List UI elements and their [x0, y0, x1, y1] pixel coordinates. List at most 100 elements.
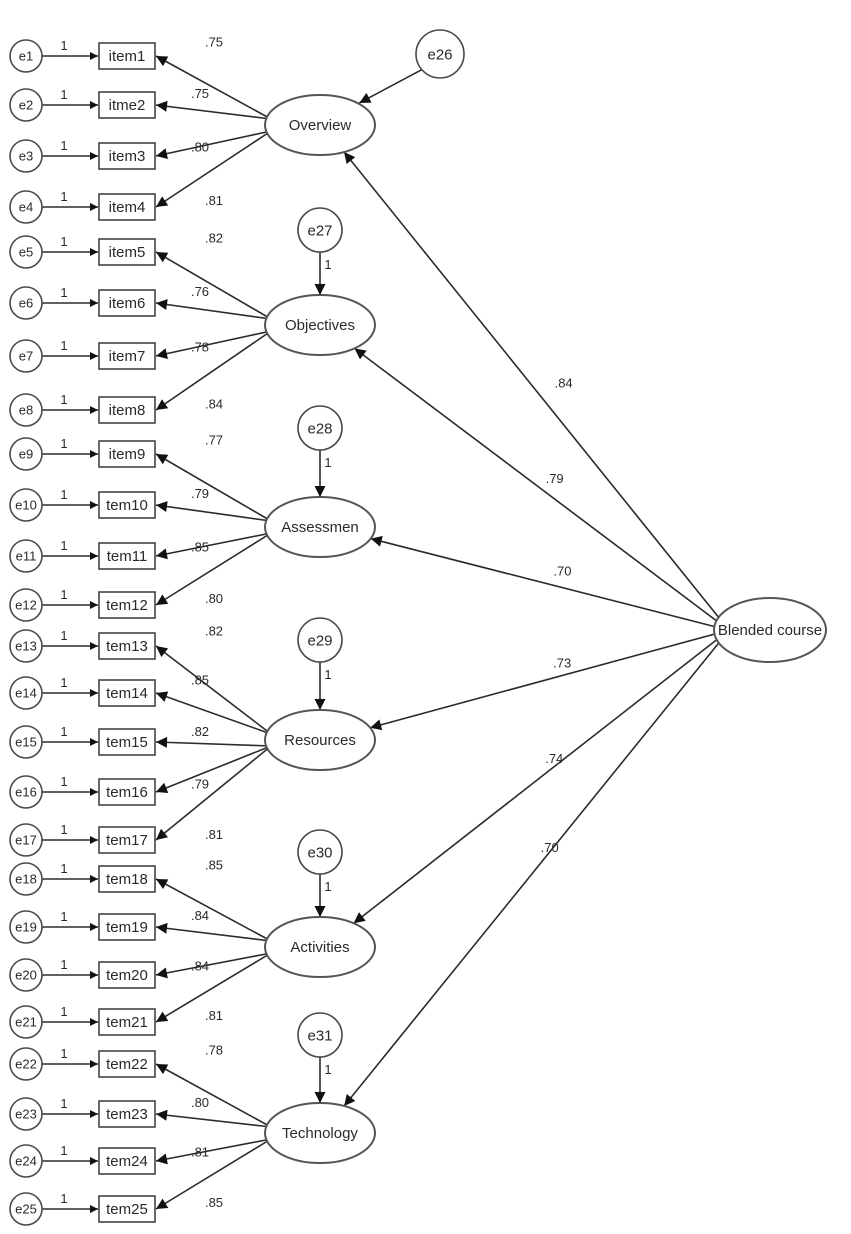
error-circle — [9, 676, 43, 710]
error-circle — [9, 437, 43, 471]
fixed-weight-label: 1 — [60, 774, 67, 789]
structural-path — [343, 151, 725, 625]
loading-arrow — [155, 453, 272, 522]
error-label: e19 — [15, 920, 37, 935]
loading-arrow — [155, 952, 272, 1023]
indicator-box — [98, 238, 156, 266]
structural-path-label: .84 — [555, 375, 573, 390]
loading-arrow — [155, 1109, 272, 1128]
loading-arrow — [155, 130, 272, 160]
loading-arrow — [155, 299, 272, 320]
loading-arrow — [155, 1138, 272, 1210]
loading-label: .84 — [205, 396, 223, 411]
fixed-weight-label: 1 — [60, 436, 67, 451]
factor-ellipse — [264, 916, 376, 978]
loading-arrow — [155, 878, 272, 942]
residual-weight-label: 1 — [324, 1062, 331, 1077]
edges-layer — [42, 52, 725, 1213]
residual-circle — [415, 29, 465, 79]
indicator-label: tem13 — [106, 638, 148, 655]
residual-circle — [297, 405, 343, 451]
loading-arrow — [155, 645, 272, 735]
residual-circle — [297, 207, 343, 253]
loading-label: .81 — [205, 827, 223, 842]
indicator-box — [98, 491, 156, 519]
fixed-weight-label: 1 — [60, 338, 67, 353]
fixed-weight-label: 1 — [60, 1004, 67, 1019]
structural-path — [369, 630, 725, 731]
fixed-weight-label: 1 — [60, 822, 67, 837]
fixed-weight-label: 1 — [60, 724, 67, 739]
indicator-box — [98, 728, 156, 756]
error-label: e18 — [15, 872, 37, 887]
error-circle — [9, 139, 43, 173]
error-circle — [9, 1097, 43, 1131]
indicator-box — [98, 1008, 156, 1036]
loading-arrow — [155, 691, 272, 735]
indicator-label: tem19 — [106, 919, 148, 936]
error-label: e2 — [19, 98, 33, 113]
error-circle — [9, 629, 43, 663]
loading-arrow — [155, 745, 272, 841]
indicator-label: tem25 — [106, 1201, 148, 1218]
residual-label: e29 — [307, 633, 332, 650]
indicator-box — [98, 632, 156, 660]
error-label: e7 — [19, 349, 33, 364]
structural-path-label: .70 — [553, 564, 571, 579]
loading-arrow — [155, 501, 272, 522]
indicator-box — [98, 913, 156, 941]
residual-weight-label: 1 — [324, 455, 331, 470]
error-label: e9 — [19, 447, 33, 462]
fixed-weight-label: 1 — [60, 1046, 67, 1061]
indicator-label: item3 — [109, 148, 146, 165]
indicator-label: tem10 — [106, 497, 148, 514]
fixed-weight-label: 1 — [60, 138, 67, 153]
fixed-weight-label: 1 — [60, 234, 67, 249]
indicator-box — [98, 961, 156, 989]
indicator-box — [98, 440, 156, 468]
loading-label: .77 — [205, 432, 223, 447]
factor-label: Technology — [282, 1125, 358, 1142]
factor-ellipse — [264, 496, 376, 558]
indicator-label: tem11 — [107, 548, 148, 565]
indicator-label: tem15 — [106, 734, 148, 751]
error-circle — [9, 539, 43, 573]
fixed-weight-label: 1 — [60, 1191, 67, 1206]
loading-label: .81 — [205, 193, 223, 208]
residual-weight-label: 1 — [324, 257, 331, 272]
error-circle — [9, 823, 43, 857]
indicator-box — [98, 289, 156, 317]
loading-arrow — [155, 251, 272, 320]
loading-arrow — [155, 100, 272, 120]
fixed-weight-label: 1 — [60, 1143, 67, 1158]
structural-path-label: .70 — [541, 840, 559, 855]
error-circle — [9, 958, 43, 992]
indicator-label: item7 — [109, 348, 146, 365]
loading-arrow — [155, 952, 272, 979]
indicator-label: item1 — [109, 48, 146, 65]
error-circle — [9, 190, 43, 224]
residual-label: e27 — [307, 223, 332, 240]
error-circle — [9, 286, 43, 320]
loading-label: .85 — [191, 673, 209, 688]
fixed-weight-label: 1 — [60, 538, 67, 553]
error-circle — [9, 862, 43, 896]
residual-circle — [297, 617, 343, 663]
indicator-box — [98, 826, 156, 854]
error-circle — [9, 775, 43, 809]
indicator-label: tem14 — [106, 685, 148, 702]
second-order-ellipse — [713, 597, 827, 663]
loading-label: .80 — [191, 1095, 209, 1110]
loading-label: .81 — [191, 1144, 209, 1159]
error-label: e25 — [15, 1202, 37, 1217]
loading-label: .75 — [205, 35, 223, 50]
loading-arrow — [155, 532, 272, 606]
error-circle — [9, 1005, 43, 1039]
loading-label: .78 — [205, 1043, 223, 1058]
residual-label: e30 — [307, 845, 332, 862]
fixed-weight-label: 1 — [60, 957, 67, 972]
nodes-layer — [9, 29, 827, 1226]
factor-ellipse — [264, 709, 376, 771]
indicator-box — [98, 865, 156, 893]
